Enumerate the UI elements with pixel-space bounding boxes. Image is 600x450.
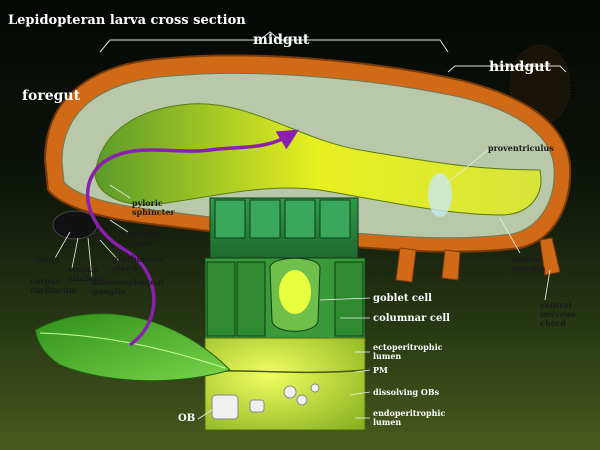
- label-neural-ganglia: neural ganglia: [512, 254, 545, 273]
- label-brain: brain: [36, 254, 60, 264]
- label-columnar-cell: columnar cell: [373, 313, 450, 324]
- region-label-hindgut: hindgut: [489, 59, 551, 75]
- proventriculus-region: [428, 173, 452, 217]
- label-salivary-gland: salivary gland: [128, 229, 165, 248]
- label-ectoperitrophic-lumen: ectoperitrophic lumen: [373, 342, 445, 361]
- label-pm: PM: [373, 365, 388, 375]
- label-proventriculus: proventriculus: [488, 143, 554, 153]
- label-endoperitrophic-lumen: endoperitrophic lumen: [373, 408, 448, 427]
- label-dissolving-obs: dissolving OBs: [373, 387, 440, 397]
- diagram-title: Lepidopteran larva cross section: [8, 13, 246, 28]
- label-suboesophageal-ganglia: suboesophageal ganglia: [92, 277, 166, 296]
- label-ventral-nervous-chord: ventral nervous chord: [539, 300, 578, 328]
- cell-block: [205, 198, 365, 430]
- region-label-foregut: foregut: [22, 88, 81, 104]
- label-ob: OB: [178, 413, 195, 424]
- label-goblet-cell: goblet cell: [373, 293, 432, 304]
- region-label-midgut: midgut: [253, 32, 310, 48]
- leaf: [35, 314, 230, 381]
- label-prothoracic-gland: prothoracic gland: [112, 254, 167, 273]
